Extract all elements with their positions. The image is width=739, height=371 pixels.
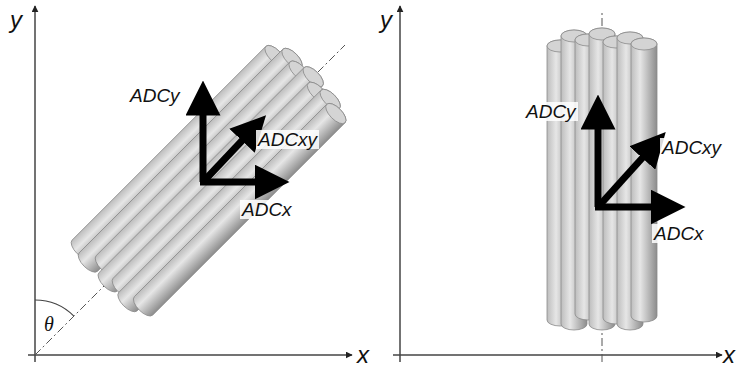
adc-label: ADCxy xyxy=(256,130,319,149)
angle-arc xyxy=(35,300,74,316)
adc-arrows xyxy=(200,98,668,207)
fiber-cylinder xyxy=(130,100,349,319)
fiber-cylinder xyxy=(631,38,657,322)
adc-label: ADCy xyxy=(128,86,182,105)
axes xyxy=(28,6,722,362)
fiber-cylinder xyxy=(95,63,327,295)
fiber-cylinder xyxy=(109,79,331,301)
adc-label: ADCxy xyxy=(660,138,723,157)
adc-label: ADCx xyxy=(652,224,706,243)
axis-label: x xyxy=(357,343,369,367)
angle-label: θ xyxy=(44,314,54,334)
axis-label: y xyxy=(380,8,392,32)
adc-label: ADCy xyxy=(524,102,578,121)
axis-label: y xyxy=(10,8,22,32)
adc-label: ADCx xyxy=(240,200,294,219)
axis-label: x xyxy=(723,343,735,367)
fiber-axis xyxy=(35,45,345,355)
fiber-bundle xyxy=(65,34,356,325)
fiber-bundle xyxy=(547,28,657,330)
fiber-cylinder xyxy=(115,86,344,315)
